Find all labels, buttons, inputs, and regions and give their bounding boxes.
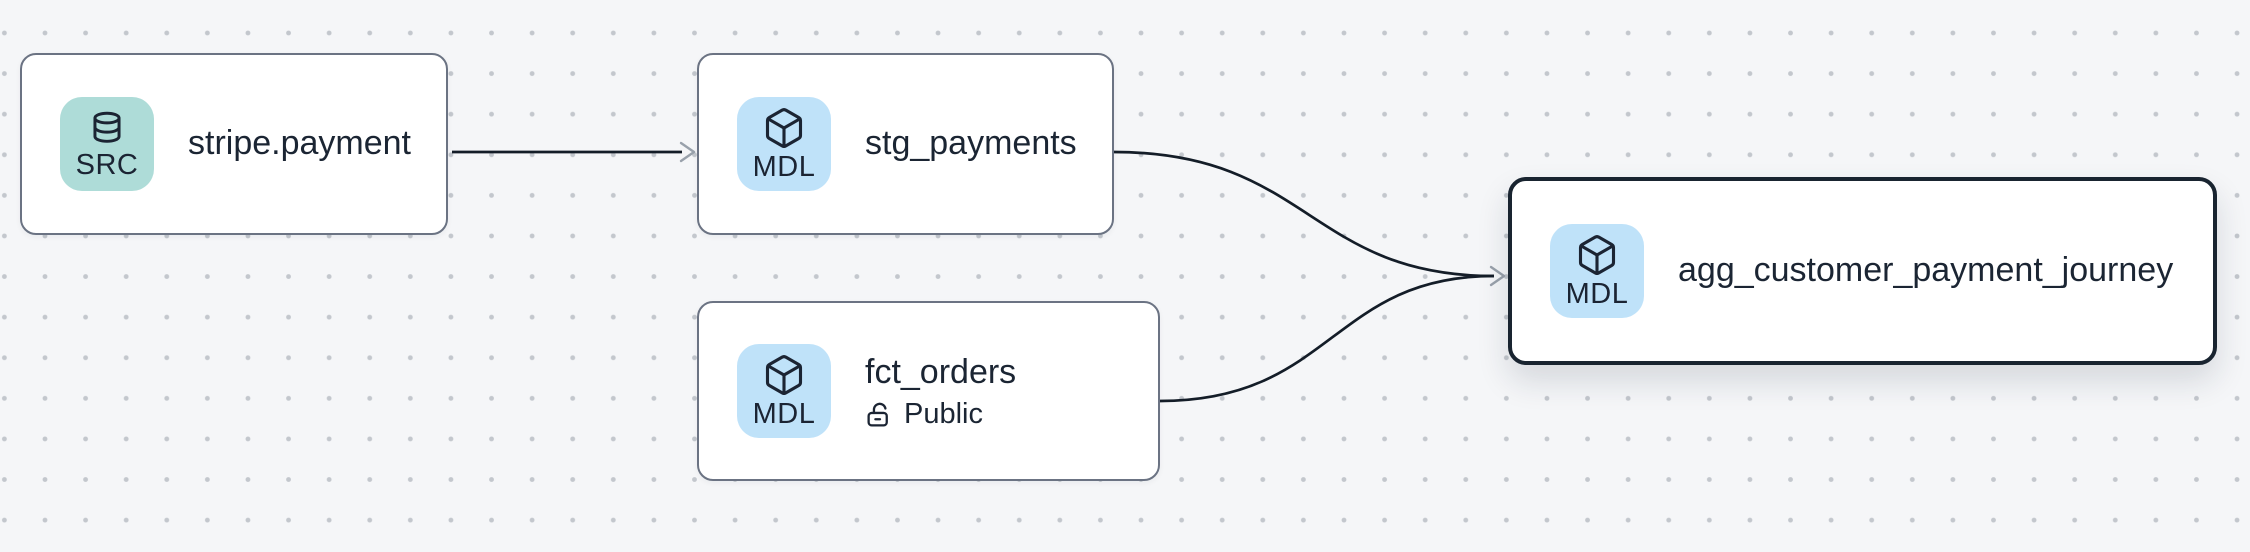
- source-type-badge: SRC: [60, 97, 154, 191]
- badge-label: MDL: [1565, 278, 1629, 310]
- node-title: agg_customer_payment_journey: [1678, 251, 2174, 290]
- edge-stg-payments-to-agg-customer-payment-journey[interactable]: [1113, 150, 1495, 278]
- node-stripe-payment[interactable]: SRC stripe.payment: [20, 53, 448, 235]
- node-title: fct_orders: [865, 353, 1017, 392]
- node-title: stg_payments: [865, 124, 1077, 163]
- access-tag: Public: [865, 397, 1016, 430]
- edge-fct-orders-to-agg-customer-payment-journey[interactable]: [1159, 274, 1495, 403]
- node-agg-customer-payment-journey[interactable]: MDL agg_customer_payment_journey: [1508, 177, 2217, 365]
- model-type-badge: MDL: [1550, 224, 1644, 318]
- arrowhead-icon: [1489, 265, 1506, 287]
- access-tag-label: Public: [904, 397, 983, 430]
- badge-label: MDL: [752, 151, 816, 183]
- badge-label: MDL: [752, 398, 816, 430]
- node-title: stripe.payment: [188, 124, 411, 163]
- badge-label: SRC: [75, 149, 139, 181]
- node-fct-orders[interactable]: MDL fct_orders Public: [697, 301, 1160, 481]
- arrowhead-icon: [679, 141, 696, 163]
- model-type-badge: MDL: [737, 97, 831, 191]
- database-icon: [93, 111, 121, 143]
- cube-icon: [765, 108, 803, 148]
- cube-icon: [1578, 235, 1616, 275]
- unlock-icon: [867, 402, 888, 427]
- model-type-badge: MDL: [737, 344, 831, 438]
- cube-icon: [765, 355, 803, 395]
- node-stg-payments[interactable]: MDL stg_payments: [697, 53, 1114, 235]
